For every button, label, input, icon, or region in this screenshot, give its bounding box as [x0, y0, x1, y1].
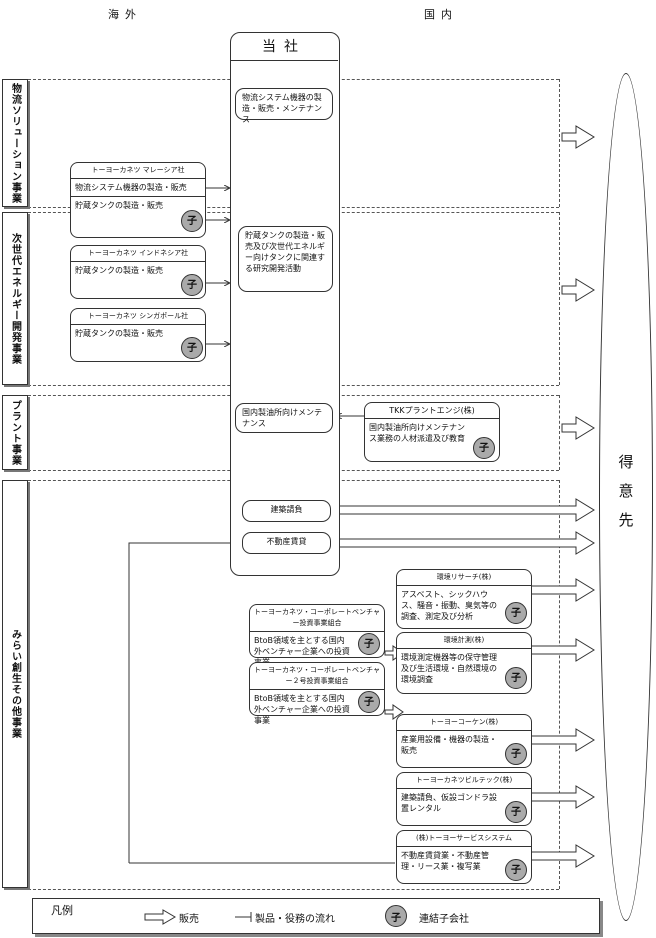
segment-label: 次世代エネルギー開発事業 [9, 232, 21, 365]
activity-logistics: 物流システム機器の製造・販売・メンテナンス [235, 88, 333, 124]
sales-arrow [561, 125, 595, 149]
subsidiary-desc: 貯蔵タンクの製造・販売 [75, 266, 163, 275]
subsidiary-desc: 物流システム機器の製造・販売 [71, 179, 205, 197]
legend-sales-arrow-icon [144, 909, 176, 925]
segment-divider [28, 889, 559, 890]
investment-fund: トーヨーカネツ・コーポレートベンチャー２号投資事業組合 BtoB領域を主とする国… [249, 662, 385, 725]
company-column [230, 32, 340, 576]
legend-title: 凡例 [51, 904, 73, 917]
subsidiary-mark-icon: 子 [358, 633, 380, 655]
subsidiary-desc: 建築請負、仮設ゴンドラ設置レンタル [401, 793, 497, 813]
subsidiary-mark-icon: 子 [505, 602, 527, 624]
subsidiary-mark-icon: 子 [473, 437, 495, 459]
segment-mirai: みらい創生その他事業 [2, 480, 28, 888]
subsidiary-mark-icon: 子 [181, 337, 203, 359]
fund-name: トーヨーカネツ・コーポレートベンチャー投資事業組合 [250, 605, 384, 632]
sales-arrow [561, 416, 595, 440]
segment-label: みらい創生その他事業 [9, 629, 21, 739]
subsidiary-desc: 国内製油所向けメンテナンス業務の人材派遣及び教育 [369, 423, 465, 443]
tkk-subsidiary: TKKプラントエンジ(株) 国内製油所向けメンテナンス業務の人材派遣及び教育 子 [364, 402, 500, 462]
domestic-subsidiary: 環境リサーチ(株) アスベスト、シックハウス、騒音・振動、臭気等の調査、測定及び… [396, 569, 532, 629]
segment-energy: 次世代エネルギー開発事業 [2, 212, 28, 385]
company-title-divider [230, 60, 338, 61]
sales-arrow [530, 785, 595, 809]
domestic-subsidiary: 環境計測(株) 環境測定機器等の保守管理及び生活環境・自然環境の環境調査 子 [396, 632, 532, 694]
subsidiary-name: トーヨーカネツ マレーシア社 [71, 163, 205, 179]
activity-construction: 建築請負 [242, 500, 331, 522]
segment-border [559, 395, 560, 470]
segment-border [559, 79, 560, 207]
domestic-header: 国内 [424, 8, 458, 21]
legend-sales-label: 販売 [179, 914, 199, 925]
activity-energy: 貯蔵タンクの製造・販売及び次世代エネルギー向けタンクに関連する研究開発活動 [238, 226, 333, 292]
subsidiary-desc: 不動産賃貸業・不動産管理・リース業・複写業 [401, 851, 489, 871]
legend-subsidiary-mark-icon: 子 [385, 905, 407, 927]
legend-flow-arrow-icon [235, 912, 252, 922]
legend-consolidated-label: 連結子会社 [419, 914, 469, 925]
subsidiary-desc: 産業用設備・機器の製造・販売 [401, 735, 497, 755]
sales-arrow [530, 638, 595, 662]
subsidiary-name: トーヨーコーケン(株) [397, 715, 531, 731]
overseas-subsidiary: トーヨーカネツ インドネシア社 貯蔵タンクの製造・販売 子 [70, 245, 206, 299]
subsidiary-desc: 環境測定機器等の保守管理及び生活環境・自然環境の環境調査 [401, 653, 497, 684]
sales-arrow [561, 278, 595, 302]
segment-label: プラント事業 [9, 399, 21, 466]
overseas-subsidiary: トーヨーカネツ マレーシア社 物流システム機器の製造・販売 貯蔵タンクの製造・販… [70, 162, 206, 238]
subsidiary-name: トーヨーカネツ シンガポール社 [71, 309, 205, 325]
segment-border [559, 212, 560, 385]
subsidiary-name: (株)トーヨーサービスシステム [397, 831, 531, 847]
subsidiary-mark-icon: 子 [505, 667, 527, 689]
sales-arrow [331, 498, 595, 522]
sales-arrow [530, 728, 595, 752]
sales-arrow [331, 531, 595, 555]
segment-border [559, 480, 560, 889]
segment-logistics: 物流ソリューション事業 [2, 79, 28, 207]
legend: 凡例 販売 製品・役務の流れ 子 連結子会社 [32, 898, 600, 934]
subsidiary-name: トーヨーカネツ インドネシア社 [71, 246, 205, 262]
subsidiary-name: 環境リサーチ(株) [397, 570, 531, 586]
overseas-header: 海外 [108, 8, 142, 21]
customers-ellipse: 得意先 [599, 73, 653, 921]
customers-label: 得意先 [616, 453, 635, 541]
activity-realestate: 不動産賃貸 [242, 532, 331, 554]
sales-arrow [530, 844, 595, 868]
subsidiary-desc: アスベスト、シックハウス、騒音・振動、臭気等の調査、測定及び分析 [401, 590, 497, 621]
flow-arrow [128, 543, 240, 863]
subsidiary-name: TKKプラントエンジ(株) [365, 403, 499, 419]
overseas-subsidiary: トーヨーカネツ シンガポール社 貯蔵タンクの製造・販売 子 [70, 308, 206, 362]
domestic-subsidiary: トーヨーカネツビルテック(株) 建築請負、仮設ゴンドラ設置レンタル 子 [396, 772, 532, 826]
company-title: 当社 [262, 39, 306, 55]
segment-label: 物流ソリューション事業 [9, 82, 21, 204]
investment-fund: トーヨーカネツ・コーポレートベンチャー投資事業組合 BtoB領域を主とする国内外… [249, 604, 385, 667]
subsidiary-desc: 貯蔵タンクの製造・販売 [75, 201, 163, 210]
fund-desc: BtoB領域を主とする国内外ベンチャー企業への投資事業 [254, 694, 350, 725]
domestic-subsidiary: トーヨーコーケン(株) 産業用設備・機器の製造・販売 子 [396, 714, 532, 768]
subsidiary-mark-icon: 子 [505, 743, 527, 765]
subsidiary-mark-icon: 子 [505, 859, 527, 881]
subsidiary-mark-icon: 子 [181, 274, 203, 296]
segment-plant: プラント事業 [2, 395, 28, 470]
sales-arrow [530, 578, 595, 602]
domestic-subsidiary: (株)トーヨーサービスシステム 不動産賃貸業・不動産管理・リース業・複写業 子 [396, 830, 532, 884]
subsidiary-desc: 貯蔵タンクの製造・販売 [75, 329, 163, 338]
subsidiary-mark-icon: 子 [358, 691, 380, 713]
fund-name: トーヨーカネツ・コーポレートベンチャー２号投資事業組合 [250, 663, 384, 690]
subsidiary-name: 環境計測(株) [397, 633, 531, 649]
subsidiary-name: トーヨーカネツビルテック(株) [397, 773, 531, 789]
subsidiary-mark-icon: 子 [505, 801, 527, 823]
legend-flow-label: 製品・役務の流れ [255, 914, 335, 925]
subsidiary-mark-icon: 子 [181, 210, 203, 232]
activity-plant: 国内製油所向けメンテナンス [235, 403, 333, 433]
